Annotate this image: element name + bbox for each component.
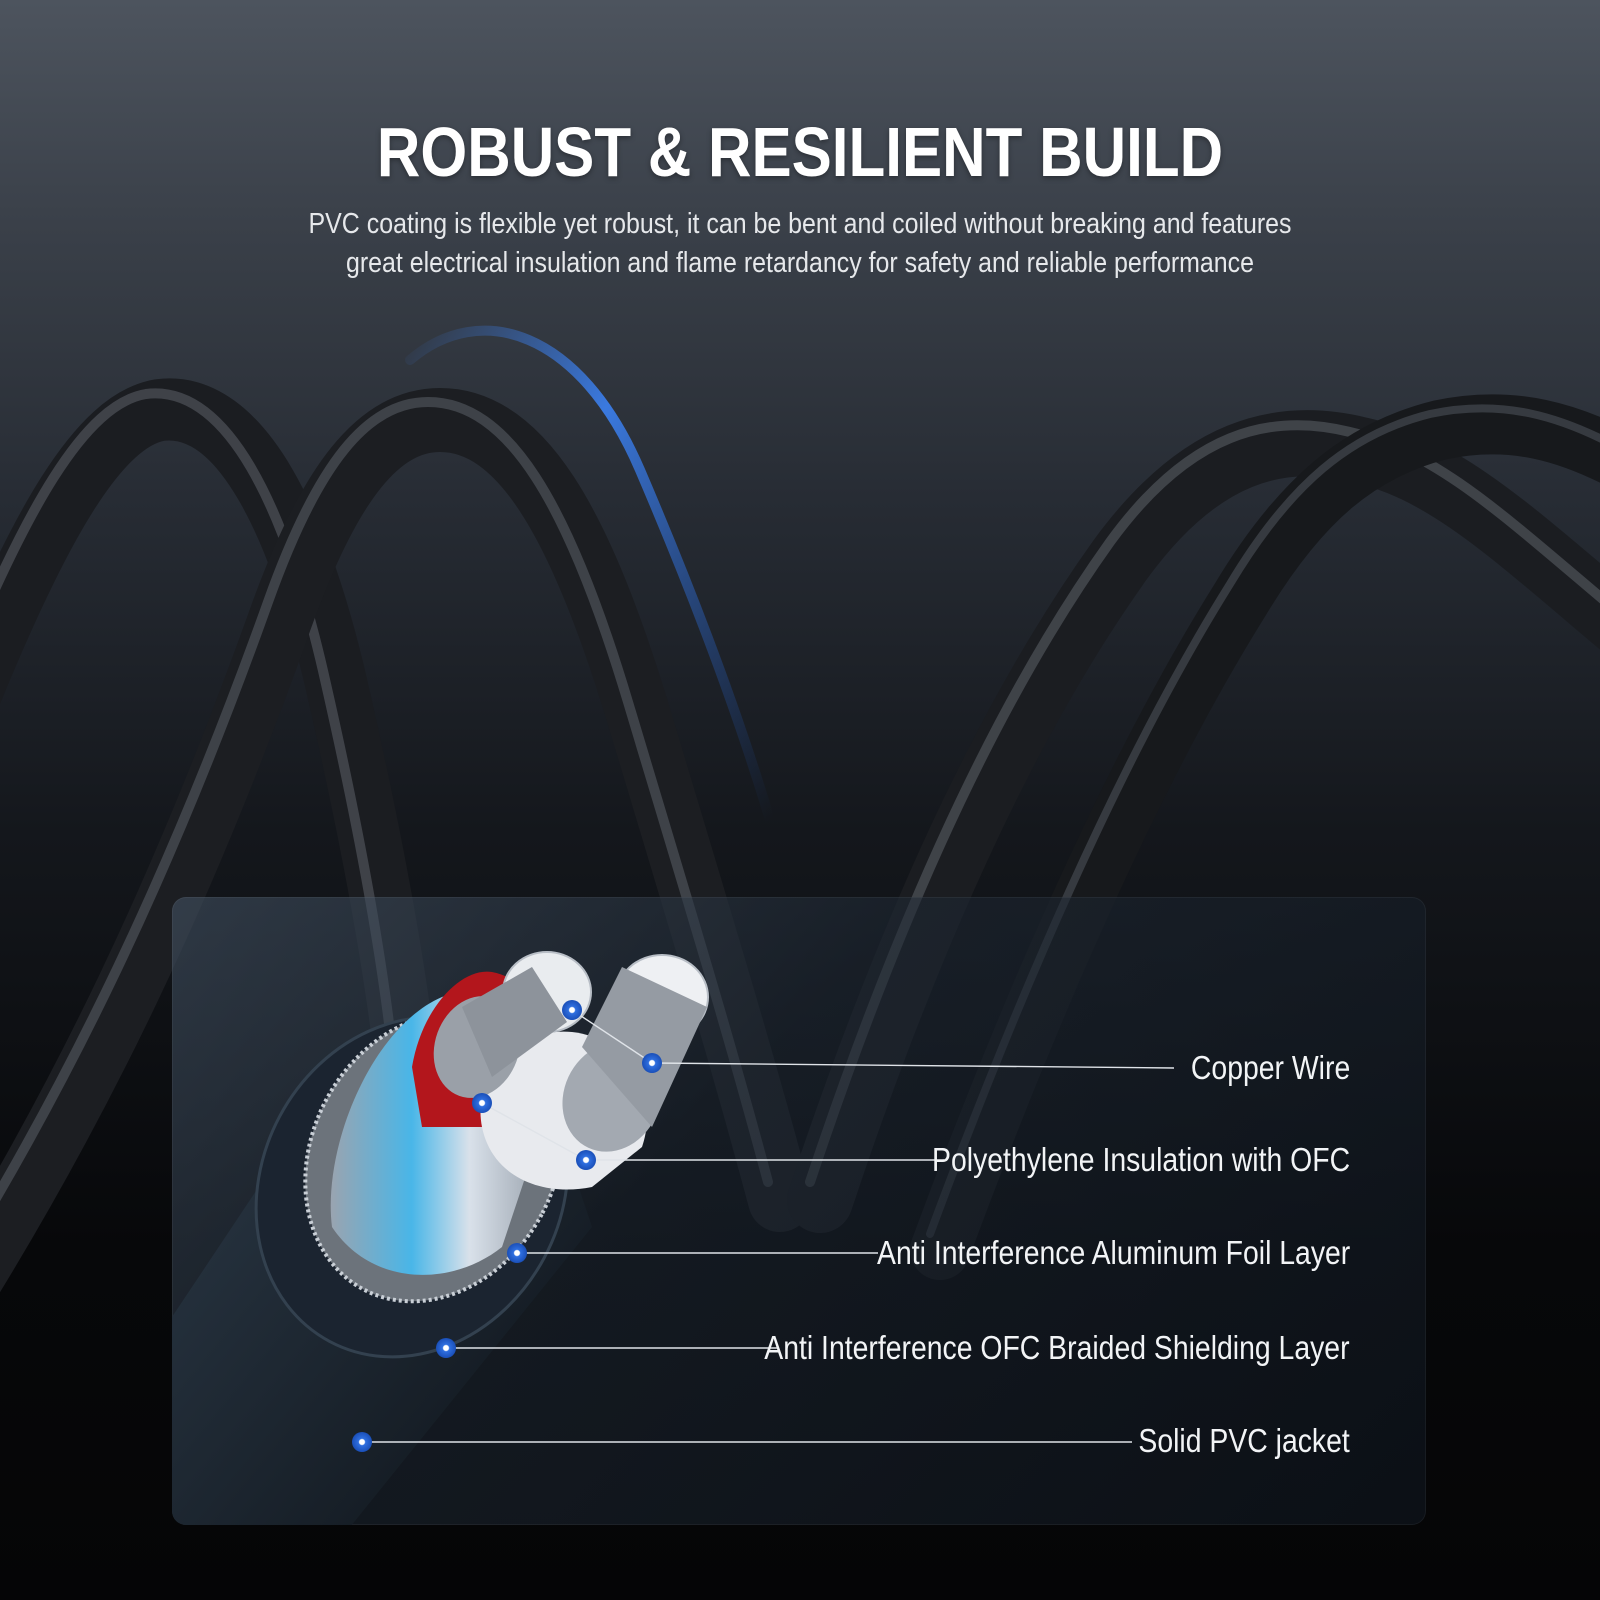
- callout-lines: [362, 1009, 1175, 1443]
- callout-dot-braid: [436, 1338, 456, 1358]
- callout-dot-jacket: [352, 1432, 372, 1452]
- cable-cross-section-illustration: [172, 951, 1175, 1525]
- callout-dot-insulation-b: [576, 1150, 596, 1170]
- subtitle-line-2: great electrical insulation and flame re…: [345, 247, 1255, 279]
- label-braided-shielding-layer: Anti Interference OFC Braided Shielding …: [764, 1329, 1350, 1366]
- copper-wire-bundle-right: [562, 954, 709, 1152]
- callout-markers: [352, 1000, 662, 1452]
- callout-dot-foil: [507, 1243, 527, 1263]
- label-copper-wire: Copper Wire: [1190, 1049, 1350, 1086]
- label-aluminum-foil-layer: Anti Interference Aluminum Foil Layer: [876, 1234, 1350, 1271]
- label-polyethylene-insulation: Polyethylene Insulation with OFC: [931, 1141, 1350, 1178]
- page-title: ROBUST & RESILIENT BUILD: [376, 113, 1224, 191]
- page-subtitle: PVC coating is flexible yet robust, it c…: [284, 205, 1316, 283]
- callout-dot-copper-wire-a: [562, 1000, 582, 1020]
- label-pvc-jacket: Solid PVC jacket: [1138, 1422, 1350, 1459]
- callout-dot-insulation-a: [472, 1093, 492, 1113]
- subtitle-line-1: PVC coating is flexible yet robust, it c…: [308, 208, 1292, 240]
- copper-wire-bundle-left: [433, 951, 592, 1098]
- cable-cross-section-panel: Copper Wire Polyethylene Insulation with…: [172, 897, 1426, 1525]
- blue-highlight-stroke: [405, 325, 775, 825]
- callout-dot-copper-wire-b: [642, 1053, 662, 1073]
